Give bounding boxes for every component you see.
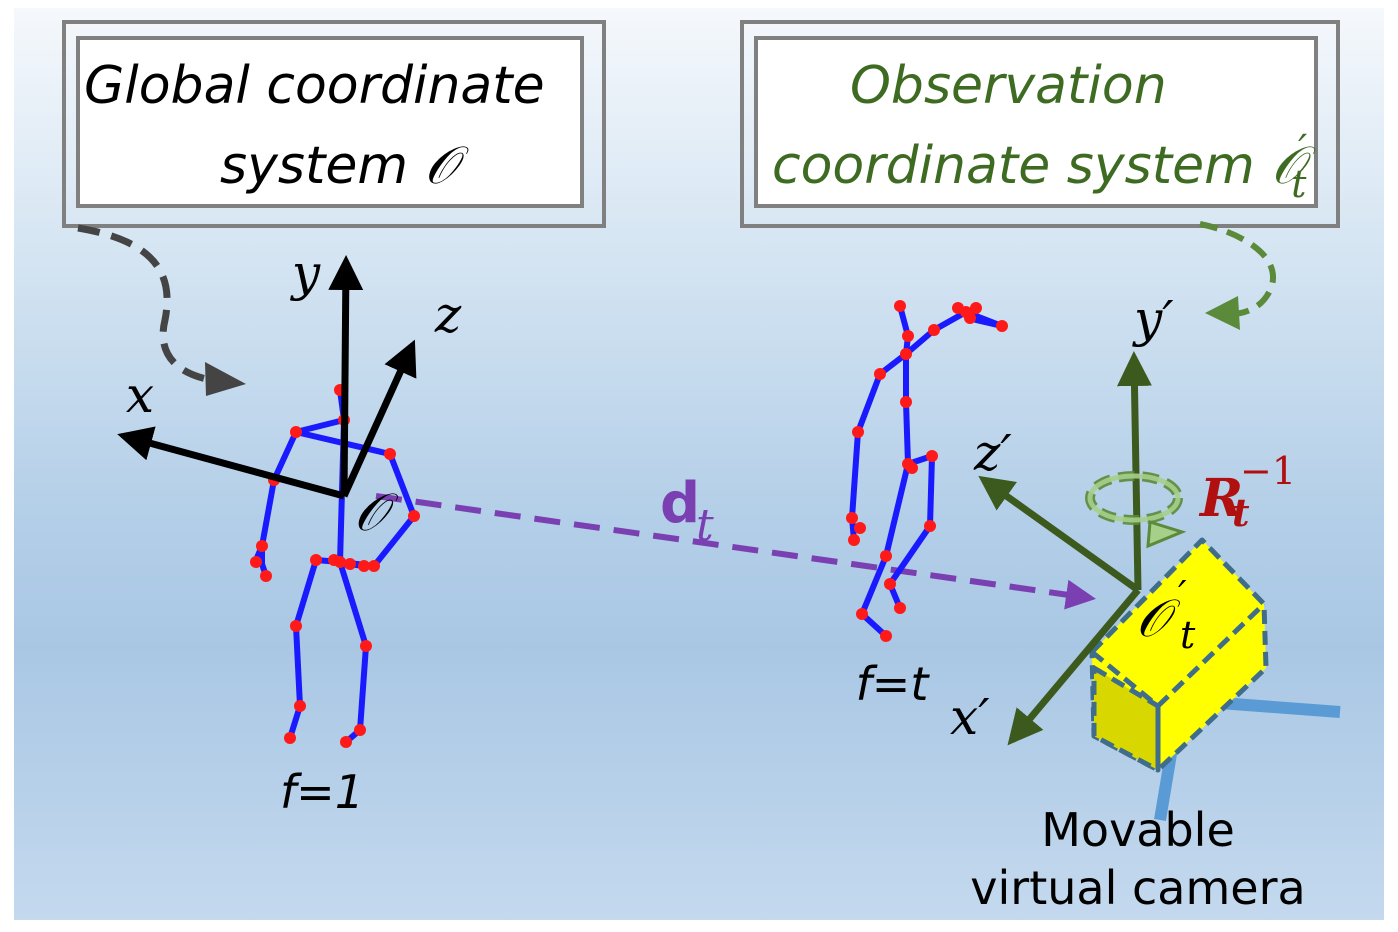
global-x-axis xyxy=(117,426,345,500)
skeleton-frame-t-joints xyxy=(846,300,1008,642)
global-axes xyxy=(117,255,417,500)
global-box-curved-arrow xyxy=(77,224,246,396)
skeleton-frame-1-joints xyxy=(250,384,420,748)
global-box-symbol: 𝒪 xyxy=(424,136,458,196)
observation-box-curved-arrow xyxy=(1199,221,1277,330)
global-box-frame xyxy=(62,20,606,228)
observation-box-symbol-prime: ′ xyxy=(1298,127,1308,173)
frame-1-label: f=1 xyxy=(280,765,364,819)
observation-box-symbol-sub: t xyxy=(1291,162,1307,206)
rotation-label-sup: −1 xyxy=(1240,449,1296,493)
observation-z-axis xyxy=(978,475,1141,593)
rotation-label: R xyxy=(1198,468,1243,529)
observation-box-symbol: 𝒪 xyxy=(1271,136,1305,196)
global-box-line1: Global coordinate xyxy=(84,56,545,116)
rotation-label-sub: t xyxy=(1232,490,1250,535)
global-box-line2: system 𝒪 xyxy=(220,140,457,192)
observation-origin-prime: ′ xyxy=(1178,573,1187,617)
camera-body xyxy=(1089,537,1269,773)
observation-z-label: z′ xyxy=(973,424,1012,482)
observation-origin-sub: t xyxy=(1180,613,1196,657)
observation-x-label: x′ xyxy=(950,688,990,746)
observation-box-line2: coordinate system 𝒪′t xyxy=(772,130,1328,203)
observation-box-line1: Observation xyxy=(850,56,1167,116)
global-box-line2-text: system xyxy=(220,136,425,196)
observation-x-axis xyxy=(1007,587,1141,746)
global-y-axis xyxy=(328,255,364,497)
global-y-label: y xyxy=(290,244,321,302)
observation-box xyxy=(754,36,1318,208)
observation-y-label: y′ xyxy=(1132,290,1174,348)
frame-t-label: f=t xyxy=(856,657,931,711)
global-z-label: z xyxy=(434,286,462,344)
camera-caption-line1: Movable xyxy=(1041,803,1235,857)
camera-caption-line2: virtual camera xyxy=(970,861,1305,915)
global-x-label: x xyxy=(126,366,154,424)
observation-box-frame xyxy=(740,20,1340,228)
translation-label: d xyxy=(660,471,700,536)
observation-box-line2-text: coordinate system xyxy=(772,136,1272,196)
skeleton-frame-1 xyxy=(253,387,417,745)
rotation-arrow xyxy=(1085,471,1187,549)
global-z-axis xyxy=(340,339,417,498)
global-box xyxy=(76,36,584,208)
translation-label-sub: t xyxy=(696,500,714,551)
global-origin-label: 𝒪 xyxy=(354,483,399,543)
translation-arrow xyxy=(375,493,1096,610)
